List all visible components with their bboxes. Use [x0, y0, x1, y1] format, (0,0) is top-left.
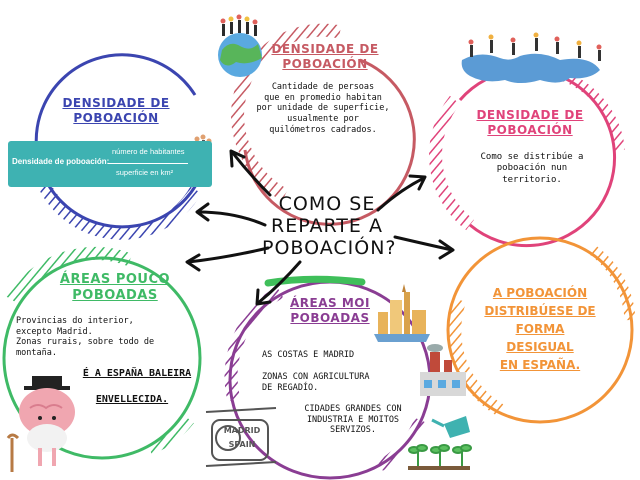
- orange-line: A POBOACIÓN: [492, 286, 588, 300]
- central-line-1: COMO SE: [278, 193, 376, 215]
- globe-people-icon: [218, 14, 262, 77]
- green-highlight-stroke: [264, 275, 366, 287]
- factory-icon: [420, 344, 466, 396]
- arrow-to-blue: [195, 202, 267, 227]
- green-body-line: excepto Madrid.: [16, 326, 93, 337]
- red-body-line: usualmente por: [287, 113, 359, 124]
- red-body-line: quilómetros cadrados.: [269, 124, 377, 135]
- central-line-2: REPARTE A: [271, 214, 383, 237]
- red-node-body: Cantidade de persoas que en promedio hab…: [248, 82, 398, 135]
- elderly-brain-icon: [6, 376, 75, 472]
- purple-item-line: DE REGADÍO.: [262, 382, 319, 393]
- orange-line: DISTRIBÚESE DE: [484, 304, 596, 318]
- purple-item-line: SERVIZOS.: [329, 425, 377, 436]
- pink-title-line2: POBOACIÓN: [487, 123, 573, 137]
- purple-item-line: CIDADES GRANDES CON: [304, 404, 402, 414]
- world-map-people-icon: [461, 32, 602, 83]
- pink-node-title: DENSIDADE DE POBOACIÓN: [470, 108, 590, 138]
- arrows: [185, 149, 455, 306]
- arrow-to-orange: [393, 235, 455, 260]
- green-node-body: Provincias do interior, excepto Madrid. …: [16, 316, 182, 359]
- stamp-text-spain: SPAIN: [228, 440, 256, 449]
- green-body-line: montaña.: [16, 347, 57, 358]
- purple-item-line: ZONAS CON AGRICULTURA: [262, 372, 370, 382]
- madrid-spain-stamp-icon: [205, 407, 277, 467]
- pink-node-body: Como se distribúe a poboación nun territ…: [462, 152, 602, 186]
- density-formula: Densidade de poboación: número de habita…: [8, 141, 212, 187]
- city-skyline-icon: [374, 284, 430, 342]
- pink-body-line: territorio.: [502, 174, 562, 185]
- green-node-circle: [2, 246, 202, 460]
- green-node-title: ÁREAS POUCO POBOADAS: [56, 272, 174, 305]
- orange-node-text: A POBOACIÓN DISTRIBÚESE DE FORMA DESIGUA…: [482, 284, 598, 374]
- orange-line: FORMA DESIGUAL: [506, 322, 574, 354]
- orange-line: EN ESPAÑA.: [499, 358, 581, 372]
- blue-title-line2: POBOACIÓN: [73, 111, 159, 125]
- arrow-to-green: [185, 246, 270, 272]
- formula-numerator: número de habitantes: [112, 147, 185, 156]
- green-note-1: É A ESPAÑA BALEIRA: [82, 368, 192, 379]
- green-title-line1: ÁREAS POUCO: [59, 272, 171, 287]
- arrow-to-purple: [255, 260, 302, 306]
- formula-fraction-bar: [108, 163, 188, 164]
- formula-denominator: superficie en km²: [116, 168, 174, 177]
- stamp-text-madrid: MADRID: [223, 426, 261, 435]
- purple-item-2: ZONAS CON AGRICULTURA DE REGADÍO.: [262, 372, 422, 393]
- green-body-line: Zonas rurais, sobre todo de: [16, 337, 155, 348]
- red-body-line: por unidade de superficie,: [256, 103, 390, 114]
- arrow-to-red: [229, 149, 272, 197]
- red-node-title: DENSIDADE DE POBOACIÓN: [270, 42, 380, 72]
- pink-title-line1: DENSIDADE DE: [476, 108, 584, 122]
- green-title-line2: POBOADAS: [72, 288, 158, 304]
- red-title-line2: POBOACIÓN: [282, 57, 368, 71]
- pink-body-line: poboación nun: [496, 163, 568, 174]
- purple-item-line: INDUSTRIA E MOITOS: [306, 414, 400, 425]
- pink-body-line: Como se distribúe a: [480, 152, 584, 162]
- orange-node-circle: [446, 236, 636, 424]
- watering-can-plants-icon: [408, 416, 472, 470]
- red-title-line1: DENSIDADE DE: [271, 42, 379, 56]
- central-line-3: POBOACIÓN?: [262, 236, 397, 259]
- formula-label: Densidade de poboación:: [12, 157, 110, 166]
- central-question: COMO SE REPARTE A POBOACIÓN?: [262, 193, 397, 260]
- purple-title-line2: POBOADAS: [290, 311, 370, 325]
- red-body-line: que en promedio habitan: [264, 92, 382, 103]
- purple-title-line1: ÁREAS MOI: [290, 296, 370, 310]
- red-body-line: Cantidade de persoas: [271, 82, 375, 92]
- purple-node-title: ÁREAS MOI POBOADAS: [280, 296, 380, 326]
- purple-item-3: CIDADES GRANDES CON INDUSTRIA E MOITOS S…: [288, 404, 418, 436]
- arrow-to-pink: [376, 174, 427, 212]
- purple-item-1: AS COSTAS E MADRID: [262, 350, 355, 360]
- blue-title-line1: DENSIDADE DE: [62, 96, 170, 110]
- blue-node-title: DENSIDADE DE POBOACIÓN: [62, 96, 170, 126]
- green-body-line: Provincias do interior,: [16, 316, 134, 326]
- green-note-2: ENVELLECIDA.: [95, 394, 169, 405]
